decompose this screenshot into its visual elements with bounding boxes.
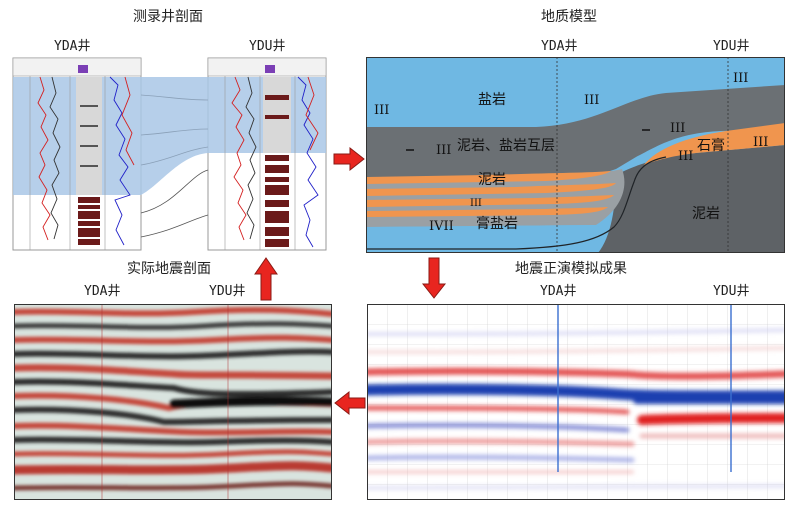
well-log-section xyxy=(12,57,327,251)
layer-label-salt: 盐岩 xyxy=(478,92,506,108)
layer-label-gypsum-salt: 膏盐岩 xyxy=(476,216,518,232)
real-seismic-title: 实际地震剖面 xyxy=(127,261,211,277)
marker-m5: III xyxy=(670,121,686,136)
well-log-left-well-label: YDA井 xyxy=(54,39,91,54)
marker-m9: IVII xyxy=(429,219,454,234)
real-seismic-right-well-label: YDU井 xyxy=(209,284,246,299)
real-seismic-section xyxy=(14,304,332,500)
marker-m1: III xyxy=(374,103,390,118)
marker-m4: III xyxy=(436,143,452,158)
well-log-right-well-label: YDU井 xyxy=(249,39,286,54)
real-seismic-left-well-label: YDA井 xyxy=(84,284,121,299)
geo-model-right-well-label: YDU井 xyxy=(713,39,750,54)
layer-label-mud-right: 泥岩 xyxy=(692,206,720,222)
arrow-left-icon xyxy=(334,390,366,416)
layer-label-gypsum: 石膏 xyxy=(697,138,725,154)
marker-m8: III xyxy=(470,198,482,209)
geological-model xyxy=(366,57,785,253)
well-log-title: 测录井剖面 xyxy=(133,9,203,25)
synthetic-title: 地震正演模拟成果 xyxy=(515,261,627,277)
marker-m2: III xyxy=(584,93,600,108)
arrow-up-icon xyxy=(254,257,278,301)
synthetic-right-well-label: YDU井 xyxy=(713,284,750,299)
synthetic-seismic-section xyxy=(367,304,785,500)
geo-model-left-well-label: YDA井 xyxy=(541,39,578,54)
geo-model-title: 地质模型 xyxy=(541,9,597,25)
arrow-right-icon xyxy=(333,146,365,172)
marker-m6: III xyxy=(678,149,694,164)
layer-label-mud: 泥岩 xyxy=(478,172,506,188)
synthetic-left-well-label: YDA井 xyxy=(540,284,577,299)
marker-m7: III xyxy=(753,135,769,150)
marker-m3: III xyxy=(733,71,749,86)
arrow-down-icon xyxy=(421,257,447,299)
layer-label-mud-salt: 泥岩、盐岩互层 xyxy=(457,138,555,154)
